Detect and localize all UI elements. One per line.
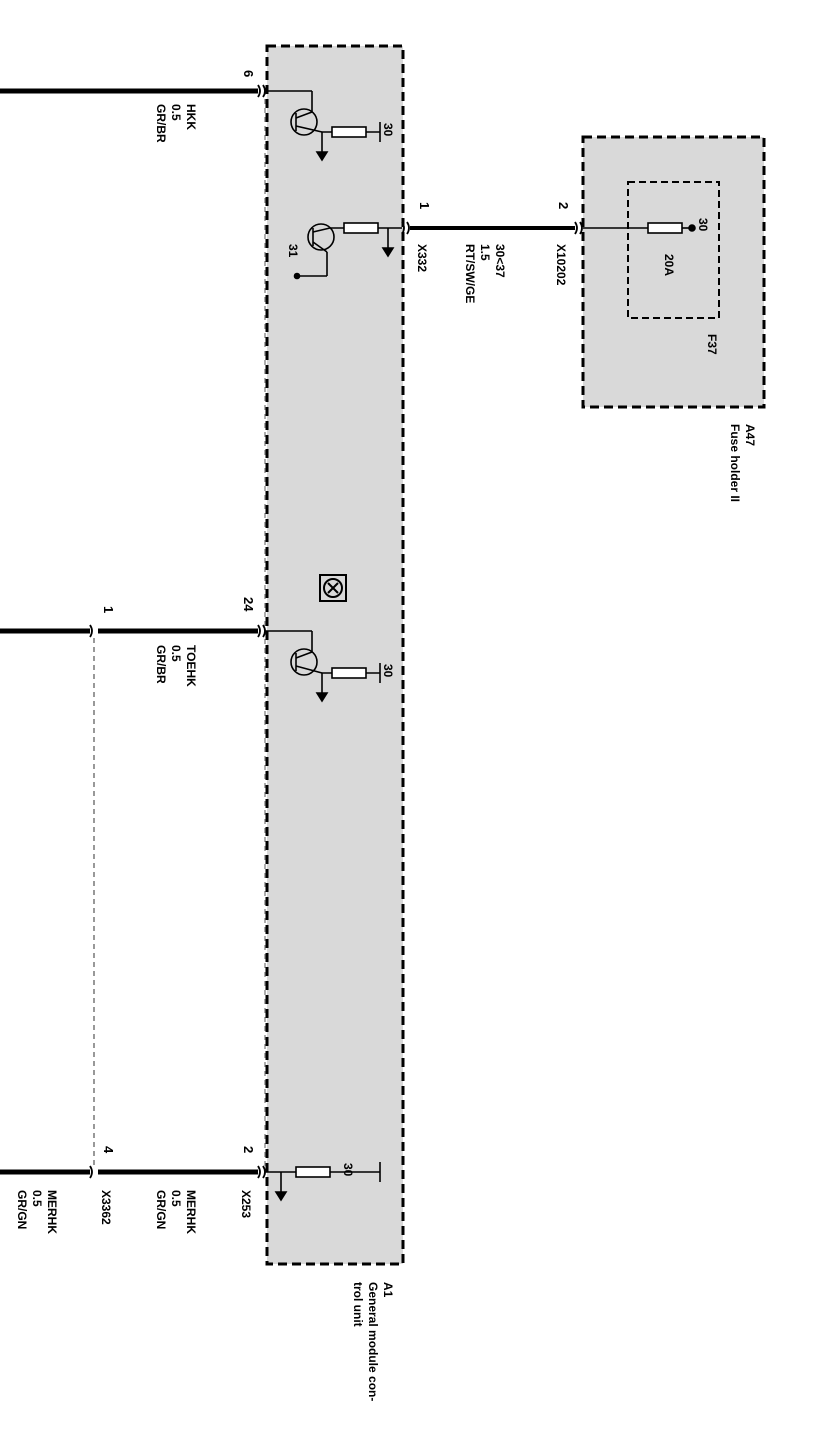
wire-supply-signal: 30<37 bbox=[493, 244, 507, 278]
connector-x253: X253 bbox=[239, 1190, 253, 1218]
fuse-id: F37 bbox=[705, 334, 719, 355]
connector-x332: X332 bbox=[415, 244, 429, 272]
fuse-rating: 20A bbox=[662, 254, 676, 276]
terminal-31: 31 bbox=[286, 244, 300, 258]
control-unit-symbol-icon bbox=[319, 574, 347, 602]
terminal-30-hkk: 30 bbox=[381, 123, 395, 137]
a47-id: A47 bbox=[743, 424, 757, 446]
a1-desc-line1: General module con- bbox=[366, 1282, 380, 1401]
connector-x3362: X3362 bbox=[99, 1190, 113, 1225]
pin-4-x3362: 4 bbox=[101, 1146, 116, 1154]
a1-id: A1 bbox=[381, 1282, 395, 1298]
wire-hkk-color: GR/BR bbox=[154, 104, 168, 143]
wire-supply-size: 1.5 bbox=[478, 244, 492, 261]
terminal-30-merhk: 30 bbox=[341, 1163, 355, 1177]
pin-1-x332: 1 bbox=[417, 202, 432, 209]
pin-2-x10202: 2 bbox=[556, 202, 571, 209]
transistor-driver-supply bbox=[293, 222, 402, 280]
fuse-f37 bbox=[647, 222, 696, 234]
wire-toehk-signal: TOEHK bbox=[184, 645, 198, 687]
transistor-driver-hkk bbox=[265, 90, 381, 162]
wire-merhk-in-signal: MERHK bbox=[184, 1190, 198, 1234]
a1-desc-line2: trol unit bbox=[351, 1282, 365, 1327]
fuse-terminal-30: 30 bbox=[696, 218, 710, 232]
wire-toehk-size: 0.5 bbox=[169, 645, 183, 662]
wire-merhk-out-signal: MERHK bbox=[45, 1190, 59, 1234]
wire-merhk-in-size: 0.5 bbox=[169, 1190, 183, 1207]
connector-x10202: X10202 bbox=[554, 244, 568, 286]
wire-merhk-out-size: 0.5 bbox=[30, 1190, 44, 1207]
wire-hkk-size: 0.5 bbox=[169, 104, 183, 121]
pin-24: 24 bbox=[241, 597, 256, 612]
wire-hkk-signal: HKK bbox=[184, 104, 198, 130]
pin-1-x3362: 1 bbox=[101, 606, 116, 613]
wire-merhk-in-color: GR/GN bbox=[154, 1190, 168, 1229]
pin-2-x253: 2 bbox=[241, 1146, 256, 1153]
transistor-driver-toehk bbox=[265, 630, 381, 703]
f37-fuse-box bbox=[627, 181, 720, 319]
pullup-resistor-merhk bbox=[265, 1162, 381, 1202]
wire-merhk-out-color: GR/GN bbox=[15, 1190, 29, 1229]
a47-desc: Fuse holder II bbox=[728, 424, 742, 502]
pin-6: 6 bbox=[241, 70, 256, 77]
terminal-30-toehk: 30 bbox=[381, 664, 395, 678]
wire-supply-color: RT/SW/GE bbox=[463, 244, 477, 303]
wire-toehk-color: GR/BR bbox=[154, 645, 168, 684]
a1-module-box bbox=[265, 44, 405, 1266]
